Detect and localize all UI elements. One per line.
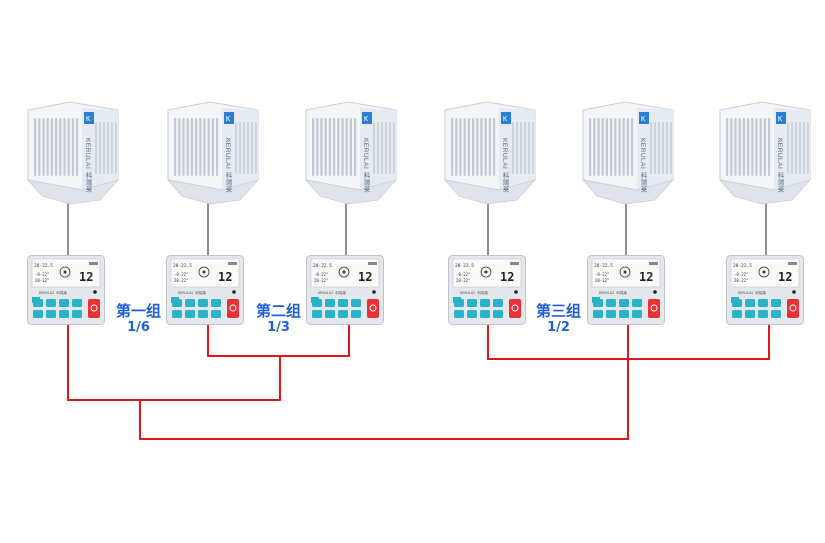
air-cooler-unit: K KERULAI 科瑞莱	[20, 98, 120, 208]
svg-text:-8-22°: -8-22°	[595, 272, 609, 277]
svg-text:28-22°: 28-22°	[595, 278, 609, 283]
svg-text:12: 12	[358, 270, 372, 284]
svg-text:28-22°: 28-22°	[734, 278, 748, 283]
svg-text:28-22.5: 28-22.5	[733, 263, 752, 269]
svg-text:12: 12	[778, 270, 792, 284]
group-ratio: 1/2	[547, 320, 570, 335]
air-cooler-unit: K KERULAI 科瑞莱	[575, 98, 675, 208]
svg-text:KERULAI 科瑞莱: KERULAI 科瑞莱	[738, 290, 766, 295]
svg-text:-8-22°: -8-22°	[314, 272, 328, 277]
svg-text:K: K	[86, 115, 91, 123]
unit-brand-label: KERULAI 科瑞莱	[776, 138, 783, 193]
svg-text:28-22.5: 28-22.5	[313, 263, 332, 269]
unit-brand-label: KERULAI 科瑞莱	[639, 138, 646, 193]
air-cooler-unit: K KERULAI 科瑞莱	[298, 98, 398, 208]
svg-text:-8-22°: -8-22°	[456, 272, 470, 277]
red-wire-controller-1	[67, 325, 281, 401]
svg-text:-8-22°: -8-22°	[734, 272, 748, 277]
red-wire-main-bus	[139, 325, 629, 440]
group-label-3: 第三组 1/2	[536, 302, 581, 336]
svg-text:K: K	[364, 115, 369, 123]
svg-text:-8-22°: -8-22°	[35, 272, 49, 277]
group-label-2: 第二组 1/3	[256, 302, 301, 336]
group-ratio: 1/3	[267, 320, 290, 335]
svg-text:28-22.5: 28-22.5	[594, 263, 613, 269]
svg-text:28-22°: 28-22°	[35, 278, 49, 283]
svg-text:K: K	[778, 115, 783, 123]
svg-text:-8-22°: -8-22°	[174, 272, 188, 277]
air-cooler-unit: K KERULAI 科瑞莱	[437, 98, 537, 208]
svg-text:KERULAI 科瑞莱: KERULAI 科瑞莱	[178, 290, 206, 295]
unit-brand-label: KERULAI 科瑞莱	[224, 138, 231, 193]
group-name: 第一组	[116, 302, 162, 320]
air-cooler-unit: K KERULAI 科瑞莱	[160, 98, 260, 208]
svg-text:12: 12	[500, 270, 514, 284]
svg-text:K: K	[503, 115, 508, 123]
svg-text:12: 12	[218, 270, 232, 284]
unit-brand-label: KERULAI 科瑞莱	[84, 138, 91, 193]
svg-text:K: K	[641, 115, 646, 123]
svg-text:K: K	[226, 115, 231, 123]
group-name: 第三组	[536, 302, 582, 320]
svg-text:28-22.5: 28-22.5	[173, 263, 192, 269]
air-cooler-unit: K KERULAI 科瑞莱	[712, 98, 812, 208]
svg-text:KERULAI 科瑞莱: KERULAI 科瑞莱	[318, 290, 346, 295]
svg-text:12: 12	[79, 270, 93, 284]
svg-text:28-22°: 28-22°	[456, 278, 470, 283]
unit-brand-label: KERULAI 科瑞莱	[501, 138, 508, 193]
svg-text:28-22°: 28-22°	[174, 278, 188, 283]
svg-text:12: 12	[639, 270, 653, 284]
group-label-1: 第一组 1/6	[116, 302, 161, 336]
unit-brand-label: KERULAI 科瑞莱	[362, 138, 369, 193]
red-wire-group-2	[207, 325, 350, 357]
svg-text:28-22.5: 28-22.5	[34, 263, 53, 269]
group-name: 第二组	[256, 302, 302, 320]
group-ratio: 1/6	[127, 320, 150, 335]
svg-text:28-22.5: 28-22.5	[455, 263, 474, 269]
svg-text:KERULAI 科瑞莱: KERULAI 科瑞莱	[599, 290, 627, 295]
svg-text:KERULAI 科瑞莱: KERULAI 科瑞莱	[39, 290, 67, 295]
svg-text:28-22°: 28-22°	[314, 278, 328, 283]
svg-text:KERULAI 科瑞莱: KERULAI 科瑞莱	[460, 290, 488, 295]
